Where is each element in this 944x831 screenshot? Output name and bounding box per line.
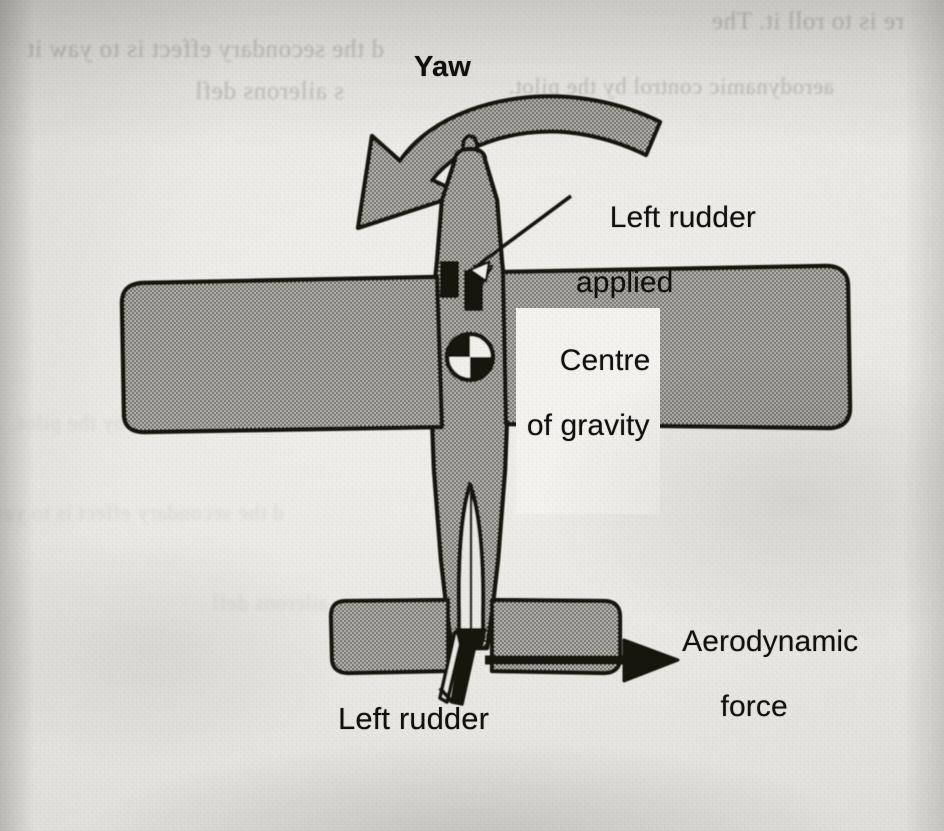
rudder-pedals	[440, 261, 483, 311]
label-aerodynamic-force: Aerodynamic force	[650, 594, 858, 788]
label-centre-of-gravity-line1: Centre	[560, 344, 651, 377]
paper-top-shadow	[0, 0, 944, 150]
left-rudder-pedal	[440, 261, 459, 298]
label-aerodynamic-force-line1: Aerodynamic	[682, 625, 858, 658]
leader-line-left-rudder	[438, 686, 454, 704]
paper-left-shadow	[0, 0, 34, 831]
aerodynamic-force-arrow	[485, 638, 680, 683]
right-rudder-pedal	[464, 270, 483, 311]
label-left-rudder-applied: Left rudder applied	[576, 170, 756, 364]
label-centre-of-gravity-line2: of gravity	[526, 409, 650, 442]
label-left-rudder: Left rudder	[338, 702, 489, 736]
label-yaw: Yaw	[414, 51, 471, 83]
label-left-rudder-applied-line2: applied	[576, 266, 756, 299]
label-aerodynamic-force-line2: force	[650, 690, 858, 723]
left-wing	[119, 274, 445, 435]
centre-of-gravity-icon	[444, 331, 496, 383]
label-centre-of-gravity: Centre of gravity	[518, 310, 659, 513]
leader-line-left-rudder-applied	[467, 194, 573, 286]
horizontal-stabiliser	[328, 597, 623, 676]
label-left-rudder-applied-line1: Left rudder	[610, 201, 756, 234]
paper-right-shadow	[904, 0, 944, 831]
